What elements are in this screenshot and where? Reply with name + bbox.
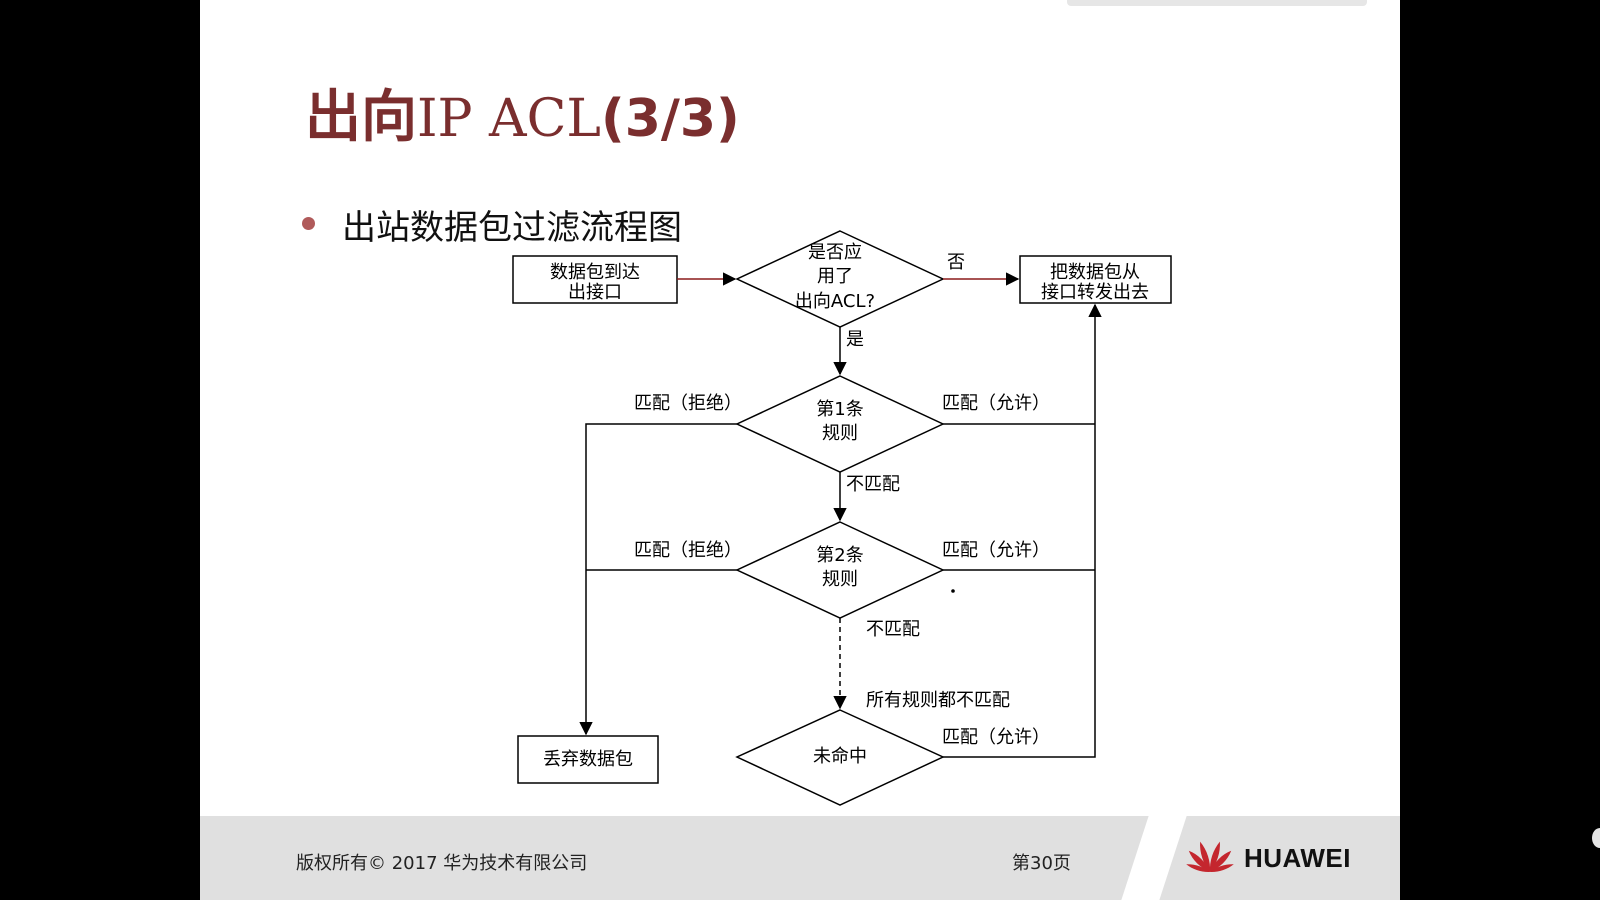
- edge-circle: [1592, 828, 1600, 848]
- box-forward: [1019, 255, 1172, 304]
- label-nomatch-1: 不匹配: [846, 474, 900, 495]
- slide-title: 出向IP ACL(3/3): [305, 72, 740, 152]
- line-miss-permit: [943, 303, 1102, 758]
- label-yes: 是: [846, 329, 864, 350]
- decision-rule2-line1: 第2条: [816, 545, 863, 566]
- box-forward-line2: 接口转发出去: [1041, 282, 1149, 303]
- decision-miss: [735, 709, 945, 806]
- box-start-line1: 数据包到达: [550, 262, 640, 283]
- huawei-petals-icon: [1186, 841, 1234, 873]
- huawei-logo: HUAWEI: [1184, 838, 1351, 878]
- label-all-nomatch: 所有规则都不匹配: [866, 690, 1010, 711]
- box-start-line2: 出接口: [568, 282, 622, 303]
- bullet-dot-icon: [302, 217, 315, 230]
- decision-miss-label: 未命中: [813, 746, 867, 767]
- box-start: [512, 255, 678, 304]
- decision-acl-line3: 出向ACL?: [795, 291, 875, 312]
- footer-page-number: 第30页: [1012, 853, 1071, 874]
- label-deny-1: 匹配（拒绝）: [634, 393, 742, 414]
- title-cn: 出向: [305, 85, 417, 150]
- decision-acl-line2: 用了: [817, 266, 853, 287]
- label-permit-1: 匹配（允许）: [942, 393, 1050, 414]
- label-no: 否: [947, 252, 965, 273]
- title-latin: IP ACL: [417, 89, 601, 149]
- box-forward-line1: 把数据包从: [1050, 262, 1140, 283]
- label-deny-2: 匹配（拒绝）: [634, 540, 742, 561]
- decision-rule1-line2: 规则: [822, 423, 858, 444]
- label-permit-3: 匹配（允许）: [942, 727, 1050, 748]
- stray-dot: [951, 589, 955, 593]
- box-drop-label: 丢弃数据包: [543, 749, 633, 770]
- decision-rule2-line2: 规则: [822, 569, 858, 590]
- line-rule1-deny: [579, 423, 737, 736]
- title-num: (3/3): [600, 89, 740, 149]
- footer-copyright: 版权所有© 2017 华为技术有限公司: [296, 853, 588, 874]
- label-nomatch-2: 不匹配: [866, 619, 920, 640]
- decision-acl-line1: 是否应: [808, 242, 862, 263]
- logo-wordmark: HUAWEI: [1244, 842, 1351, 873]
- label-permit-2: 匹配（允许）: [942, 540, 1050, 561]
- box-drop: [517, 735, 659, 784]
- decision-rule1-line1: 第1条: [816, 399, 863, 420]
- bullet-text: 出站数据包过滤流程图: [342, 208, 682, 248]
- window-top-bar: [1067, 0, 1367, 6]
